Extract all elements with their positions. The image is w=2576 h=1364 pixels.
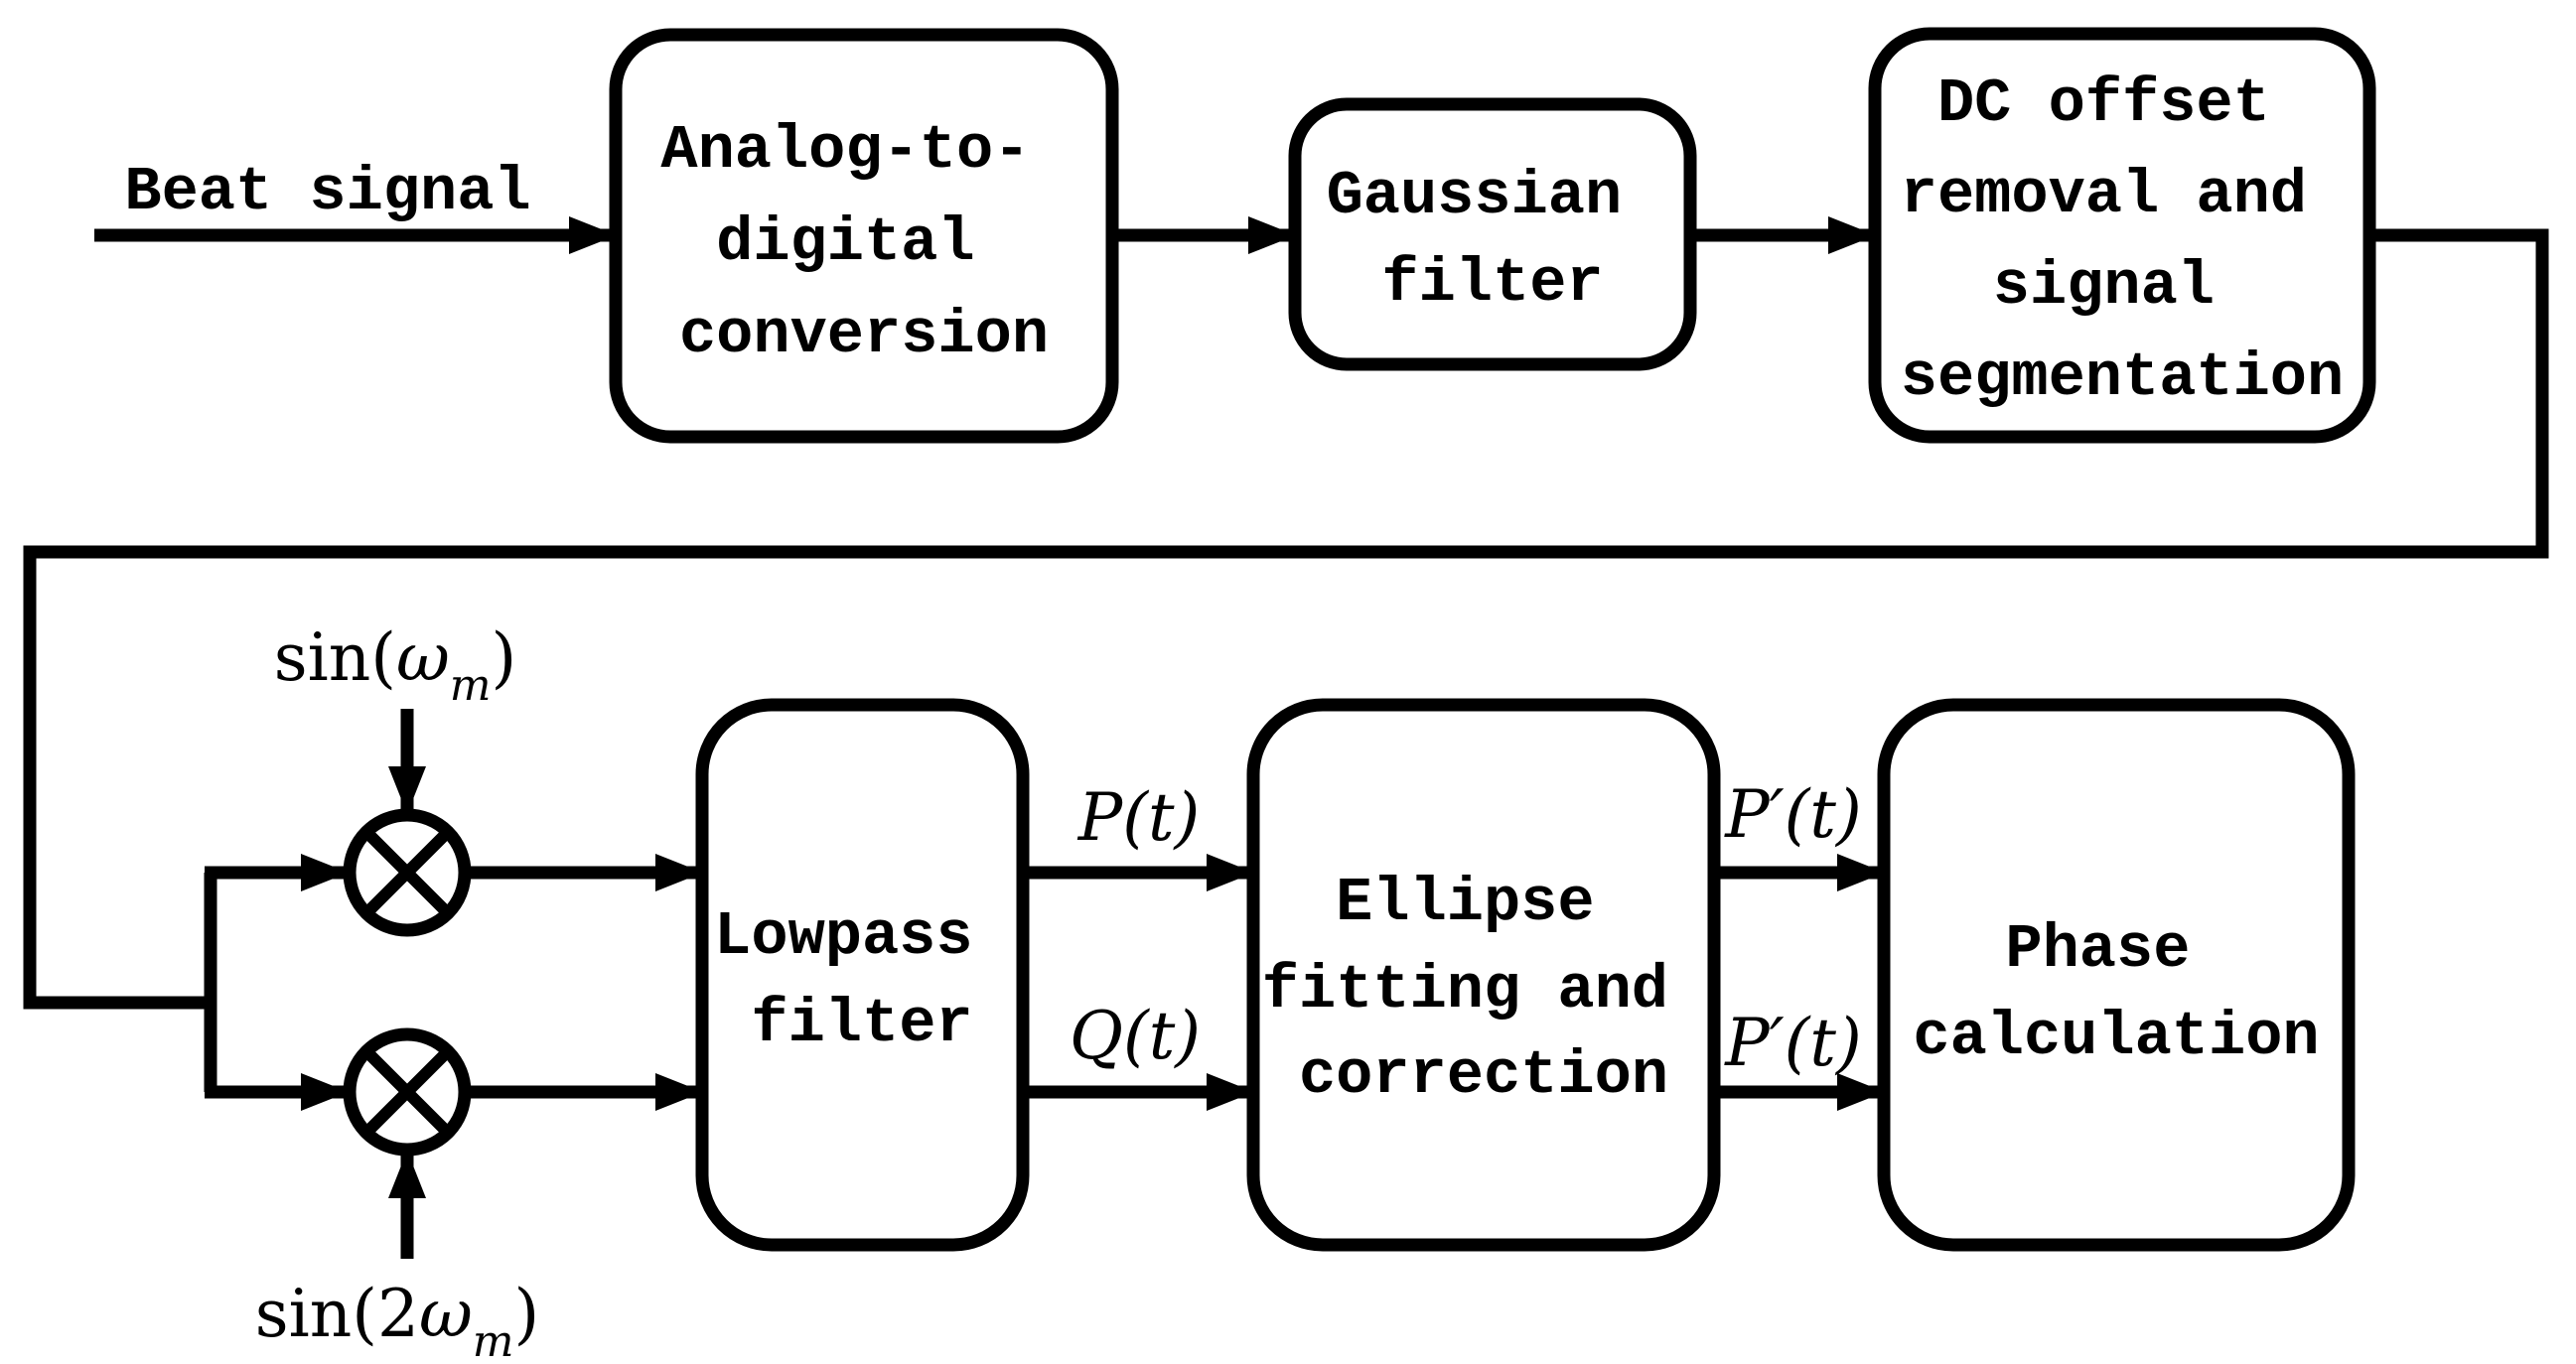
ellipse-fitting-label: Ellipse fitting and correction <box>1262 868 1706 1111</box>
dc-offset-box <box>1868 27 2376 444</box>
block-adc: Analog-to- digital conversion <box>609 28 1119 444</box>
qt-signal-label: Q(t) <box>1070 998 1201 1074</box>
block-phase-calculation: Phase calculation <box>1877 698 2356 1252</box>
gaussian-filter-box <box>1288 97 1697 371</box>
pprime-bottom-signal-label: P′(t) <box>1724 1005 1861 1081</box>
block-dc-offset: DC offset removal and signal segmentatio… <box>1868 27 2376 444</box>
dc-offset-label: DC offset removal and signal segmentatio… <box>1901 68 2345 413</box>
adc-label: Analog-to- digital conversion <box>660 115 1067 370</box>
lowpass-filter-box <box>695 698 1030 1252</box>
mixer-top <box>343 808 472 937</box>
connectors <box>23 216 2549 1259</box>
mixer-bottom-input-label: sin(2ωm) <box>255 1276 540 1364</box>
block-lowpass-filter: Lowpass filter <box>695 698 1030 1252</box>
phase-calculation-label: Phase calculation <box>1913 914 2319 1072</box>
adc-box <box>609 28 1119 444</box>
block-gaussian-filter: Gaussian filter <box>1288 97 1697 371</box>
pt-signal-label: P(t) <box>1077 779 1200 856</box>
feedback-line <box>23 228 2549 1010</box>
block-ellipse-fitting: Ellipse fitting and correction <box>1246 698 1721 1252</box>
beat-signal-label: Beat signal <box>124 157 530 227</box>
lowpass-filter-label: Lowpass filter <box>714 901 1010 1059</box>
multiply-x-stroke <box>360 1045 454 1139</box>
pprime-top-signal-label: P′(t) <box>1724 776 1861 853</box>
phase-calculation-box <box>1877 698 2356 1252</box>
mixer-top-input-label: sin(ωm) <box>274 619 517 711</box>
mixer-bottom <box>343 1027 472 1157</box>
ellipse-fitting-box <box>1246 698 1721 1252</box>
multiply-x-stroke <box>360 826 454 919</box>
gaussian-filter-label: Gaussian filter <box>1327 161 1659 319</box>
